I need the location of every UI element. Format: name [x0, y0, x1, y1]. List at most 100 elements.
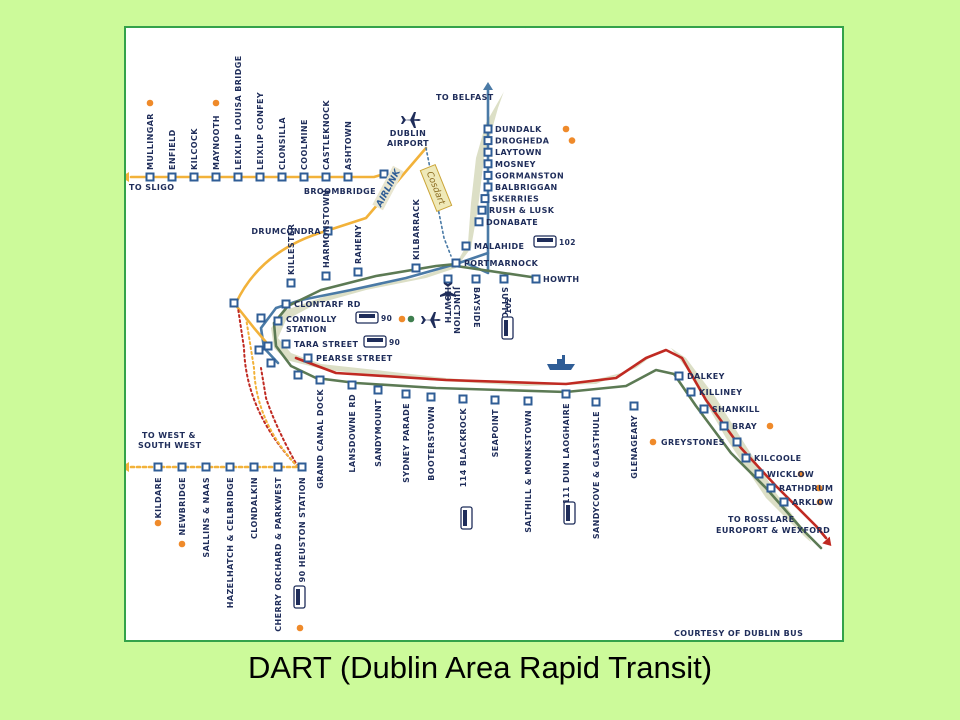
station-bayside [471, 274, 481, 284]
sligo-arrow [126, 172, 129, 182]
station-blackrock [458, 394, 468, 404]
bus-tara: 90 [363, 335, 400, 348]
label-sutton: SUTTON [500, 287, 509, 326]
station-kildare [153, 462, 163, 472]
dot-heuston [296, 624, 304, 632]
label-rush-lusk: RUSH & LUSK [489, 206, 555, 215]
label-salthill-monkstown: SALTHILL & MONKSTOWN [524, 410, 533, 533]
label-dublin-airport-1: DUBLIN [390, 129, 426, 138]
label-to-sligo: TO SLIGO [129, 183, 174, 192]
label-enfield: ENFIELD [168, 129, 177, 170]
label-europort-wexford: EUROPORT & WEXFORD [716, 526, 830, 535]
label-ashtown: ASHTOWN [344, 121, 353, 170]
label-south-west: SOUTH WEST [138, 441, 202, 450]
label-leixlip-louisa-bridge: LEIXLIP LOUISA BRIDGE [234, 55, 243, 170]
label-lansdowne-rd: LANSDOWNE RD [348, 394, 357, 473]
label-to-west: TO WEST & [142, 431, 196, 440]
label-leixlip-confey: LEIXLIP CONFEY [256, 92, 265, 170]
station-sandycove-glasthule [591, 397, 601, 407]
station-donabate [474, 217, 484, 227]
station-sallins-naas [201, 462, 211, 472]
station-clondalkin [249, 462, 259, 472]
bus-heuston [293, 585, 306, 609]
label-laytown: LAYTOWN [495, 148, 542, 157]
southwest-arrow [126, 462, 129, 472]
label-coolmine: COOLMINE [300, 119, 309, 170]
station-salthill-monkstown [523, 396, 533, 406]
label-donabate: DONABATE [486, 218, 538, 227]
station-heuston-station [297, 462, 307, 472]
station-city-junction-0 [229, 298, 239, 308]
station-kilcock [189, 172, 199, 182]
station-seapoint [490, 395, 500, 405]
bus-malahide: 102 [533, 235, 575, 248]
bus-dun-laoghaire [563, 501, 576, 525]
label-malahide: MALAHIDE [474, 242, 524, 251]
station-city-junction-5 [293, 370, 303, 380]
station-laytown [483, 147, 493, 157]
station-grand-canal-dock [315, 375, 325, 385]
label-cherry-orchard-parkwest: CHERRY ORCHARD & PARKWEST [274, 477, 283, 632]
station-malahide [461, 241, 471, 251]
station-lansdowne-rd [347, 380, 357, 390]
label-greystones: GREYSTONES [661, 438, 725, 447]
label-drumcondra: DRUMCONDRA [251, 227, 321, 236]
label-mullingar: MULLINGAR [146, 113, 155, 170]
heuston-link-red-2 [237, 307, 299, 468]
dot-connolly [398, 315, 406, 323]
label-to-belfast: TO BELFAST [436, 93, 494, 102]
ferry-plane-icon [421, 312, 441, 328]
label-grand-canal-dock: GRAND CANAL DOCK [316, 389, 325, 489]
label-sandymount: SANDYMOUNT [374, 399, 383, 467]
label-raheny: RAHENY [354, 225, 363, 264]
label-howth-junction-2: JUNCTION [452, 286, 461, 334]
station-raheny [353, 267, 363, 277]
bus-blackrock [460, 506, 473, 530]
station-rush-lusk [477, 205, 487, 215]
station-cherry-orchard-parkwest [273, 462, 283, 472]
station-howth-junction [443, 274, 453, 284]
label-kilbarrack: KILBARRACK [412, 198, 421, 260]
station-enfield [167, 172, 177, 182]
label-dublin-airport-2: AIRPORT [387, 139, 429, 148]
station-rathdrum [766, 483, 776, 493]
label-mosney: MOSNEY [495, 160, 536, 169]
bus-window [296, 589, 300, 605]
label-clontarf-rd: CLONTARF RD [294, 300, 361, 309]
dot-bray [766, 422, 774, 430]
dot-newbridge [178, 540, 186, 548]
label-glenageary: GLENAGEARY [630, 415, 639, 479]
dot-arklow [816, 498, 824, 506]
station-leixlip-confey [255, 172, 265, 182]
label-blackrock: 114 BLACKROCK [459, 408, 468, 488]
station-newbridge [177, 462, 187, 472]
dot-wicklow [797, 470, 805, 478]
station-sutton [499, 274, 509, 284]
ferry-ship-icon [547, 355, 575, 370]
south-coast-line [272, 262, 823, 550]
label-heuston-station: 90 HEUSTON STATION [298, 477, 307, 582]
label-booterstown: BOOTERSTOWN [427, 406, 436, 481]
label-hazelhatch-celbridge: HAZELHATCH & CELBRIDGE [226, 477, 235, 608]
heuston-link-red [260, 367, 299, 468]
label-connolly-station: STATION [286, 325, 327, 334]
dot-greystones [649, 438, 657, 446]
label-kilcock: KILCOCK [190, 128, 199, 170]
station-skerries [480, 194, 490, 204]
label-newbridge: NEWBRIDGE [178, 477, 187, 536]
label-dalkey: DALKEY [687, 372, 725, 381]
station-gormanston [483, 170, 493, 180]
bus-connolly: 90 [355, 311, 392, 324]
station-sandymount [373, 385, 383, 395]
station-dundalk [483, 124, 493, 134]
label-broombridge: BROOMBRIDGE [304, 187, 376, 196]
dot-drogheda [568, 137, 576, 144]
bus-window [359, 314, 375, 318]
station-city-junction-3 [254, 345, 264, 355]
dart-network-map: DUNDALKDROGHEDALAYTOWNMOSNEYGORMANSTONBA… [126, 28, 842, 640]
station-markers [145, 99, 824, 632]
station-kilcoole [741, 453, 751, 463]
bus-window [463, 510, 467, 526]
label-kilcoole: KILCOOLE [754, 454, 802, 463]
station-sydney-parade [401, 389, 411, 399]
